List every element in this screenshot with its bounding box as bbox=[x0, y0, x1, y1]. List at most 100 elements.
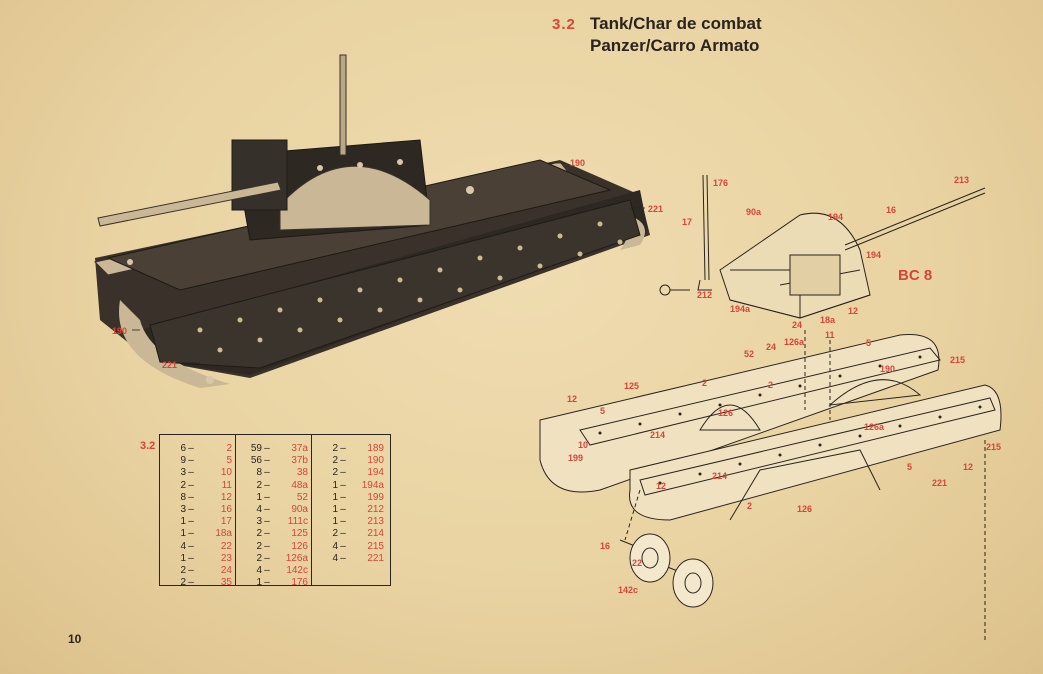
label-214: 214 bbox=[650, 430, 665, 440]
label-221: 221 bbox=[162, 360, 177, 370]
parts-list-row: 8–38 bbox=[236, 467, 311, 479]
separator-dash: – bbox=[340, 455, 346, 467]
part-number: 37b bbox=[291, 455, 308, 467]
separator-dash: – bbox=[188, 479, 194, 491]
separator-dash: – bbox=[188, 577, 194, 589]
separator-dash: – bbox=[340, 467, 346, 479]
label-126: 126 bbox=[718, 408, 733, 418]
separator-dash: – bbox=[188, 564, 194, 576]
label-22: 22 bbox=[632, 558, 642, 568]
parts-list-row: 1–18a bbox=[160, 528, 235, 540]
part-quantity: 4 bbox=[256, 503, 262, 515]
label-194a: 194a bbox=[730, 304, 751, 314]
separator-dash: – bbox=[264, 552, 270, 564]
part-number: 90a bbox=[291, 503, 308, 515]
part-number: 176 bbox=[291, 577, 308, 589]
part-quantity: 1 bbox=[332, 479, 338, 491]
separator-dash: – bbox=[264, 443, 270, 454]
label-5: 5 bbox=[907, 462, 912, 472]
part-number: 213 bbox=[367, 516, 384, 528]
label-221: 221 bbox=[932, 478, 947, 488]
page-number: 10 bbox=[68, 632, 82, 646]
part-quantity: 1 bbox=[180, 552, 186, 564]
part-quantity: 1 bbox=[332, 503, 338, 515]
parts-list-row: 2–190 bbox=[312, 455, 388, 467]
part-quantity: 1 bbox=[180, 528, 186, 540]
part-number: 12 bbox=[220, 491, 232, 503]
parts-list-row: 1– 176 bbox=[236, 577, 311, 589]
separator-dash: – bbox=[188, 516, 194, 528]
separator-dash: – bbox=[264, 577, 270, 589]
part-number: 126a bbox=[285, 552, 308, 564]
parts-list-row: 3–16 bbox=[160, 504, 235, 516]
parts-list-row: 2–11 bbox=[160, 480, 235, 492]
separator-dash: – bbox=[340, 443, 346, 454]
part-quantity: 1 bbox=[180, 516, 186, 528]
parts-list-row: 1–17 bbox=[160, 516, 235, 528]
label-12: 12 bbox=[567, 394, 577, 404]
part-quantity: 3 bbox=[180, 467, 186, 479]
label-126: 126 bbox=[797, 504, 812, 514]
part-number: 23 bbox=[220, 552, 232, 564]
parts-list-row: 2–126 bbox=[236, 541, 311, 553]
label-194: 194 bbox=[828, 212, 843, 222]
label-11: 11 bbox=[825, 330, 835, 340]
part-quantity: 4 bbox=[180, 540, 186, 552]
separator-dash: – bbox=[188, 467, 194, 479]
part-number: 199 bbox=[367, 491, 384, 503]
label-5: 5 bbox=[600, 406, 605, 416]
separator-dash: – bbox=[264, 516, 270, 528]
separator-dash: – bbox=[264, 540, 270, 552]
parts-list-row: 1–194a bbox=[312, 480, 388, 492]
label-2: 2 bbox=[768, 380, 773, 390]
part-quantity: 2 bbox=[256, 540, 262, 552]
label-17: 17 bbox=[682, 217, 692, 227]
separator-dash: – bbox=[340, 491, 346, 503]
separator-dash: – bbox=[188, 528, 194, 540]
label-215: 215 bbox=[986, 442, 1001, 452]
parts-list-row: 2–194 bbox=[312, 467, 388, 479]
label-199: 199 bbox=[568, 453, 583, 463]
parts-list-row: 1–212 bbox=[312, 504, 388, 516]
label-190: 190 bbox=[112, 326, 127, 336]
label-125: 125 bbox=[624, 381, 639, 391]
parts-list-row: 9–5 bbox=[160, 455, 235, 467]
part-number: 11 bbox=[221, 479, 232, 491]
part-quantity: 2 bbox=[332, 443, 338, 454]
label-190: 190 bbox=[570, 158, 585, 168]
label-194: 194 bbox=[866, 250, 881, 260]
separator-dash: – bbox=[188, 443, 194, 454]
label-214: 214 bbox=[712, 471, 727, 481]
part-quantity: 4 bbox=[256, 564, 262, 576]
part-number: 38 bbox=[296, 467, 308, 479]
label-10: 10 bbox=[578, 440, 588, 450]
page-title-line2: Panzer/Carro Armato bbox=[590, 36, 760, 55]
label-215: 215 bbox=[950, 355, 965, 365]
parts-list-model-code: 3.2 bbox=[140, 440, 156, 452]
label-18a: 18a bbox=[820, 315, 836, 325]
part-quantity: 2 bbox=[332, 528, 338, 540]
parts-list-row: 1–213 bbox=[312, 516, 388, 528]
part-number: 10 bbox=[220, 467, 232, 479]
label-126a: 126a bbox=[864, 422, 885, 432]
subassembly-label: BC 8 bbox=[898, 267, 932, 284]
separator-dash: – bbox=[340, 552, 346, 564]
parts-list-row: 8–12 bbox=[160, 492, 235, 504]
label-2: 2 bbox=[747, 501, 752, 511]
label-12: 12 bbox=[848, 306, 858, 316]
part-quantity: 2 bbox=[256, 552, 262, 564]
part-number: 48a bbox=[291, 479, 308, 491]
parts-list-row: 2–24 bbox=[160, 565, 235, 577]
parts-list-row: 2–125 bbox=[236, 528, 311, 540]
part-quantity: 59 bbox=[250, 443, 262, 454]
label-213: 213 bbox=[954, 175, 969, 185]
part-number: 111c bbox=[287, 516, 308, 528]
parts-list-row: 4–215 bbox=[312, 541, 388, 553]
part-number: 194 bbox=[367, 467, 384, 479]
part-number: 2 bbox=[226, 443, 232, 454]
label-90a: 90a bbox=[746, 207, 762, 217]
part-quantity: 1 bbox=[256, 577, 262, 589]
